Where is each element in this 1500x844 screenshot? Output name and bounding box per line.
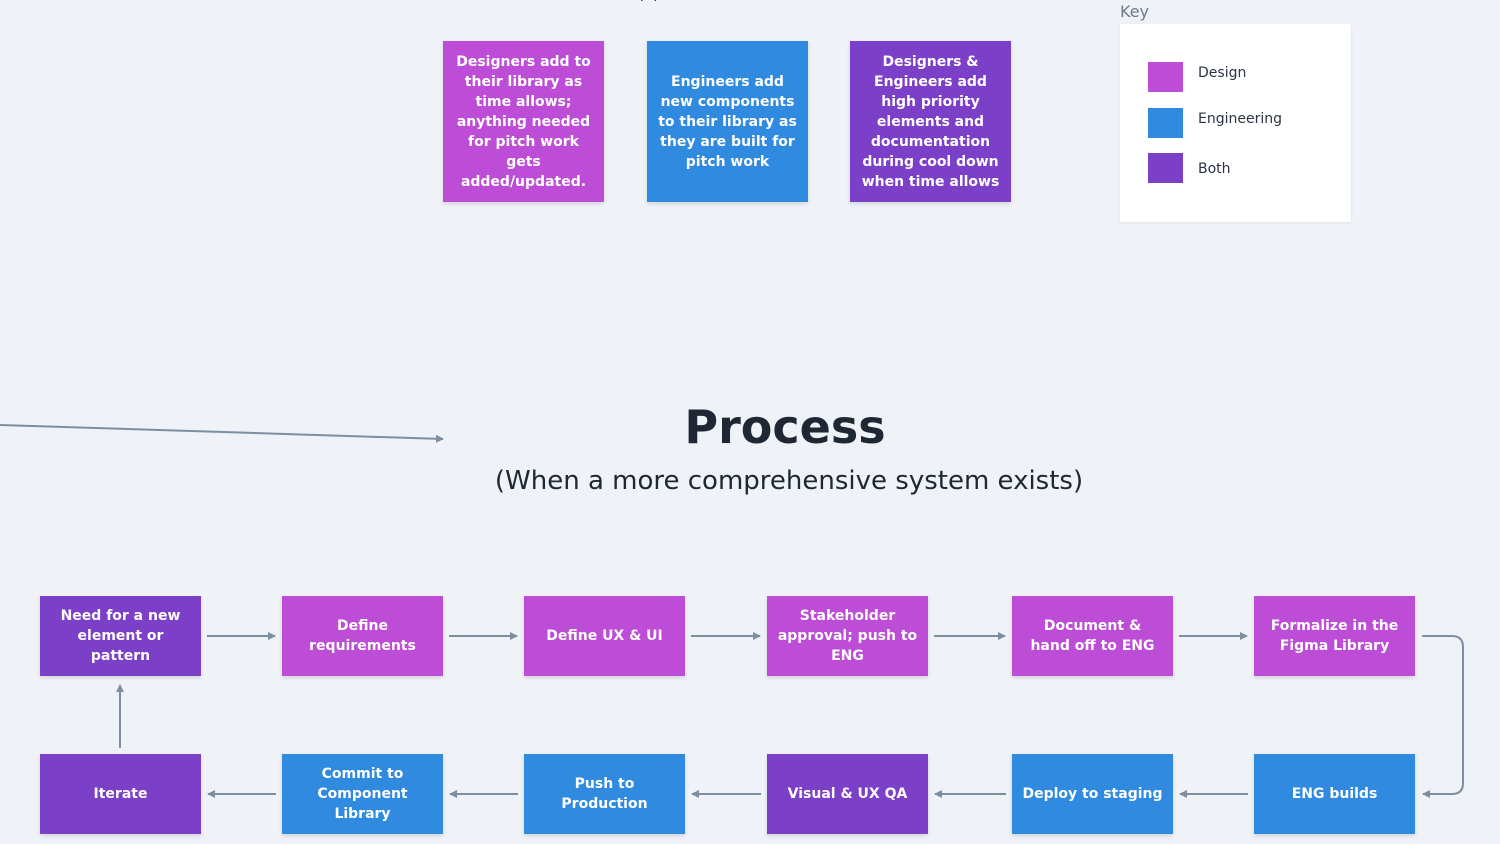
key-swatch-design [1148,62,1183,92]
flow-step-push-production: Push to Production [524,754,685,834]
flow-step-eng-builds: ENG builds [1254,754,1415,834]
flow-step-iterate: Iterate [40,754,201,834]
process-title: Process [684,400,886,454]
clipped-top-text: p p [640,0,662,2]
flow-step-deploy-staging: Deploy to staging [1012,754,1173,834]
phase-card-both: Designers & Engineers add high priority … [850,41,1011,202]
flow-step-define-requirements: Define requirements [282,596,443,676]
flow-step-stakeholder-approval: Stakeholder approval; push to ENG [767,596,928,676]
key-label-design: Design [1198,65,1247,81]
phase-card-engineering: Engineers add new components to their li… [647,41,808,202]
process-subtitle: (When a more comprehensive system exists… [494,466,1084,496]
key-panel: Design Engineering Both [1120,24,1351,222]
flow-step-need-new-element: Need for a new element or pattern [40,596,201,676]
key-label-engineering: Engineering [1198,111,1282,127]
arrow-formalize-to-eng-builds [1422,635,1464,798]
phase-card-design: Designers add to their library as time a… [443,41,604,202]
key-title: Key [1120,2,1150,21]
flow-step-visual-ux-qa: Visual & UX QA [767,754,928,834]
key-swatch-both [1148,153,1183,183]
flow-step-document-handoff: Document & hand off to ENG [1012,596,1173,676]
flow-step-formalize-figma: Formalize in the Figma Library [1254,596,1415,676]
flow-step-commit-library: Commit to Component Library [282,754,443,834]
arrow-from-left [0,424,444,443]
flow-step-define-ux-ui: Define UX & UI [524,596,685,676]
key-swatch-engineering [1148,108,1183,138]
key-label-both: Both [1198,161,1231,177]
